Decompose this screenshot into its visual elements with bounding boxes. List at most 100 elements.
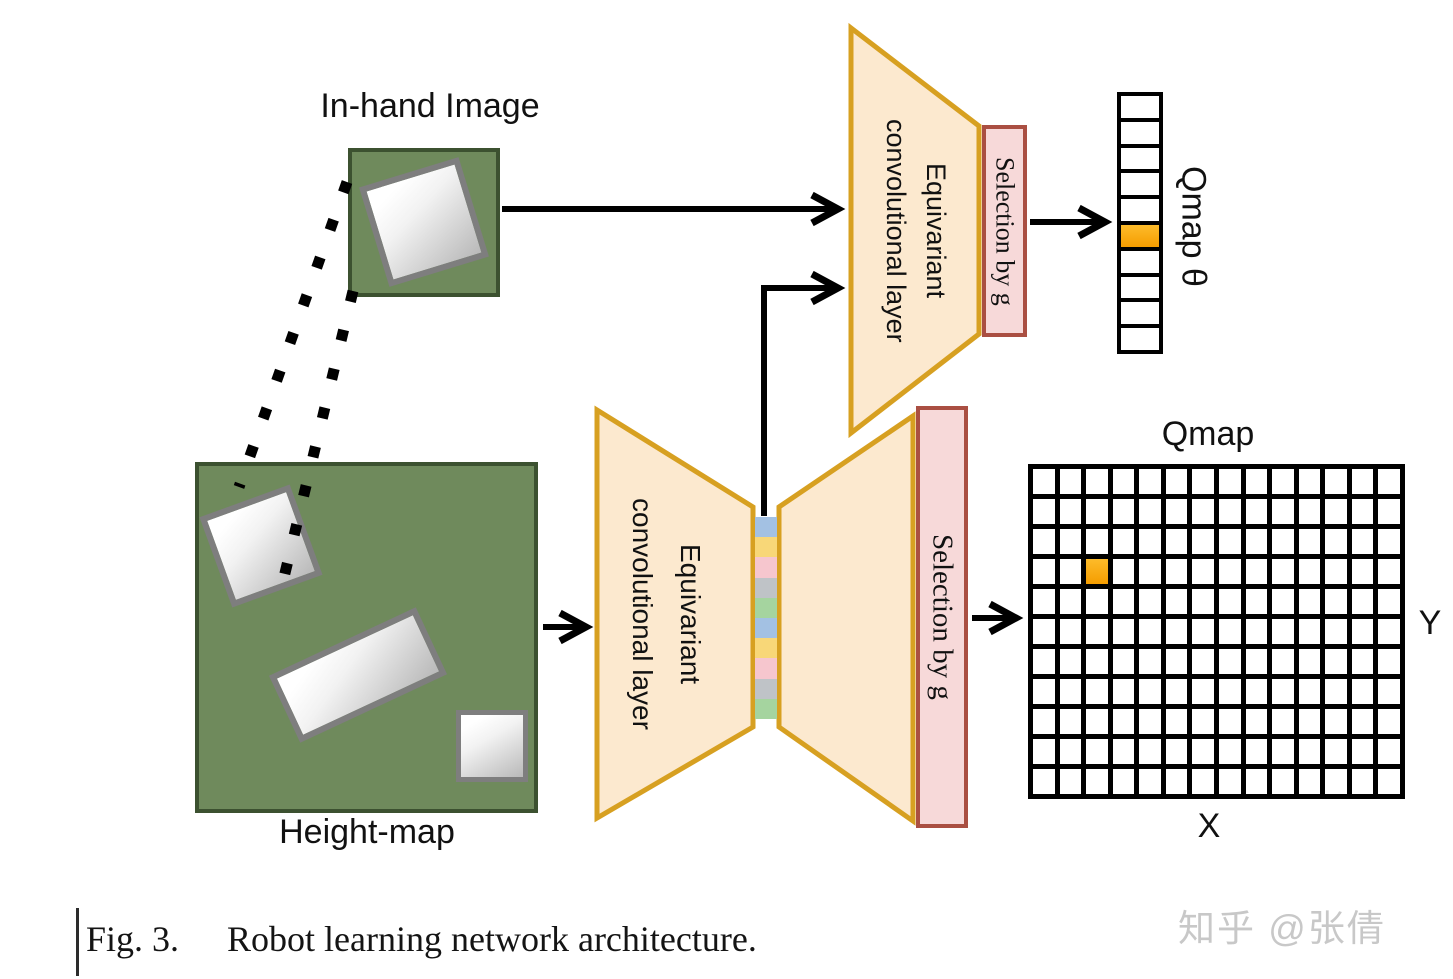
qmap-cell — [1245, 469, 1268, 494]
qmap-cell — [1218, 679, 1241, 704]
encoder-bottom-label: Equivariant convolutional layer — [610, 436, 714, 792]
qmap-cell — [1351, 589, 1374, 614]
qmap-cell — [1059, 769, 1082, 794]
qmap-cell — [1192, 469, 1214, 494]
qmap-cell — [1165, 559, 1188, 584]
bottleneck-feature-cell — [755, 557, 777, 578]
qmap-cell — [1351, 739, 1374, 764]
qmap-cell — [1192, 739, 1214, 764]
height-map-label: Height-map — [279, 813, 455, 851]
qmap-cell — [1059, 679, 1082, 704]
qmap-cell — [1272, 559, 1294, 584]
qmap-cell — [1192, 709, 1214, 734]
bottleneck-feature-cell — [755, 517, 777, 538]
qmap-cell — [1325, 619, 1347, 644]
qmap-cell — [1245, 499, 1268, 524]
qmap-cell — [1325, 499, 1347, 524]
qmap-cell — [1086, 529, 1108, 554]
qmap-cell — [1033, 469, 1055, 494]
qmap-cell — [1245, 769, 1268, 794]
qmap-cell — [1218, 499, 1241, 524]
qmap-cell — [1059, 559, 1082, 584]
qmap-cell — [1351, 649, 1374, 674]
qmap-cell — [1298, 529, 1321, 554]
qmap-cell — [1059, 619, 1082, 644]
qmap-cell — [1033, 739, 1055, 764]
qmap-cell — [1218, 619, 1241, 644]
qmap-grid — [1028, 464, 1405, 799]
qmap-cell — [1218, 739, 1241, 764]
qmap-cell — [1112, 769, 1135, 794]
encoder-bottom-label-line1: Equivariant — [675, 543, 706, 685]
qmap-cell — [1298, 649, 1321, 674]
qmap-cell — [1033, 769, 1055, 794]
qmap-cell — [1112, 679, 1135, 704]
dotted-line-left — [233, 180, 353, 489]
qmap-cell — [1351, 619, 1374, 644]
qmap-cell — [1325, 589, 1347, 614]
qmap-cell — [1165, 619, 1188, 644]
qmap-cell — [1245, 559, 1268, 584]
qmap-cell — [1086, 619, 1108, 644]
qmap-cell — [1033, 499, 1055, 524]
qmap-cell — [1351, 769, 1374, 794]
qmap-cell — [1378, 679, 1400, 704]
qmap-cell — [1378, 589, 1400, 614]
qmap-cell — [1086, 769, 1108, 794]
qmap-cell — [1139, 679, 1161, 704]
qmap-cell — [1378, 529, 1400, 554]
qmap-cell — [1192, 769, 1214, 794]
qmap-cell — [1325, 739, 1347, 764]
qmap-cell — [1033, 709, 1055, 734]
qmap-cell — [1325, 529, 1347, 554]
qmap-cell — [1086, 589, 1108, 614]
qmap-cell — [1272, 469, 1294, 494]
qmap-theta-cell — [1121, 276, 1159, 299]
qmap-cell — [1139, 499, 1161, 524]
qmap-cell — [1218, 589, 1241, 614]
qmap-cell — [1192, 649, 1214, 674]
bottleneck-feature-cell — [755, 658, 777, 679]
encoder-bottom-right-trapezoid — [776, 411, 916, 826]
qmap-cell — [1192, 499, 1214, 524]
qmap-cell — [1086, 469, 1108, 494]
qmap-cell — [1033, 589, 1055, 614]
qmap-cell — [1245, 709, 1268, 734]
qmap-cell — [1325, 649, 1347, 674]
qmap-cell — [1378, 649, 1400, 674]
qmap-theta-label: Qmap θ — [1174, 165, 1213, 287]
qmap-cell — [1059, 499, 1082, 524]
qmap-cell — [1059, 709, 1082, 734]
qmap-cell — [1272, 589, 1294, 614]
qmap-theta-cell — [1121, 328, 1159, 350]
bottleneck-feature-cell — [755, 678, 777, 699]
qmap-cell — [1139, 619, 1161, 644]
qmap-theta-cell — [1121, 96, 1159, 118]
qmap-cell — [1165, 709, 1188, 734]
qmap-cell — [1218, 469, 1241, 494]
selection-by-g-bottom: Selection by g — [916, 406, 968, 828]
qmap-cell — [1033, 649, 1055, 674]
bottleneck-feature-cell — [755, 537, 777, 558]
qmap-cell — [1139, 709, 1161, 734]
qmap-cell — [1351, 499, 1374, 524]
feature-bottleneck — [755, 517, 777, 720]
qmap-cell — [1112, 739, 1135, 764]
qmap-cell — [1086, 649, 1108, 674]
qmap-cell — [1272, 499, 1294, 524]
bottleneck-feature-cell — [755, 577, 777, 598]
qmap-cell — [1378, 739, 1400, 764]
qmap-cell — [1192, 589, 1214, 614]
qmap-theta-cell — [1121, 147, 1159, 170]
qmap-cell — [1086, 499, 1108, 524]
qmap-cell — [1165, 769, 1188, 794]
qmap-cell — [1218, 709, 1241, 734]
bottleneck-feature-cell — [755, 618, 777, 639]
qmap-cell — [1139, 589, 1161, 614]
qmap-cell — [1139, 469, 1161, 494]
qmap-y-axis-label: Y — [1418, 604, 1442, 642]
qmap-cell — [1351, 709, 1374, 734]
qmap-cell — [1112, 469, 1135, 494]
qmap-cell — [1139, 739, 1161, 764]
